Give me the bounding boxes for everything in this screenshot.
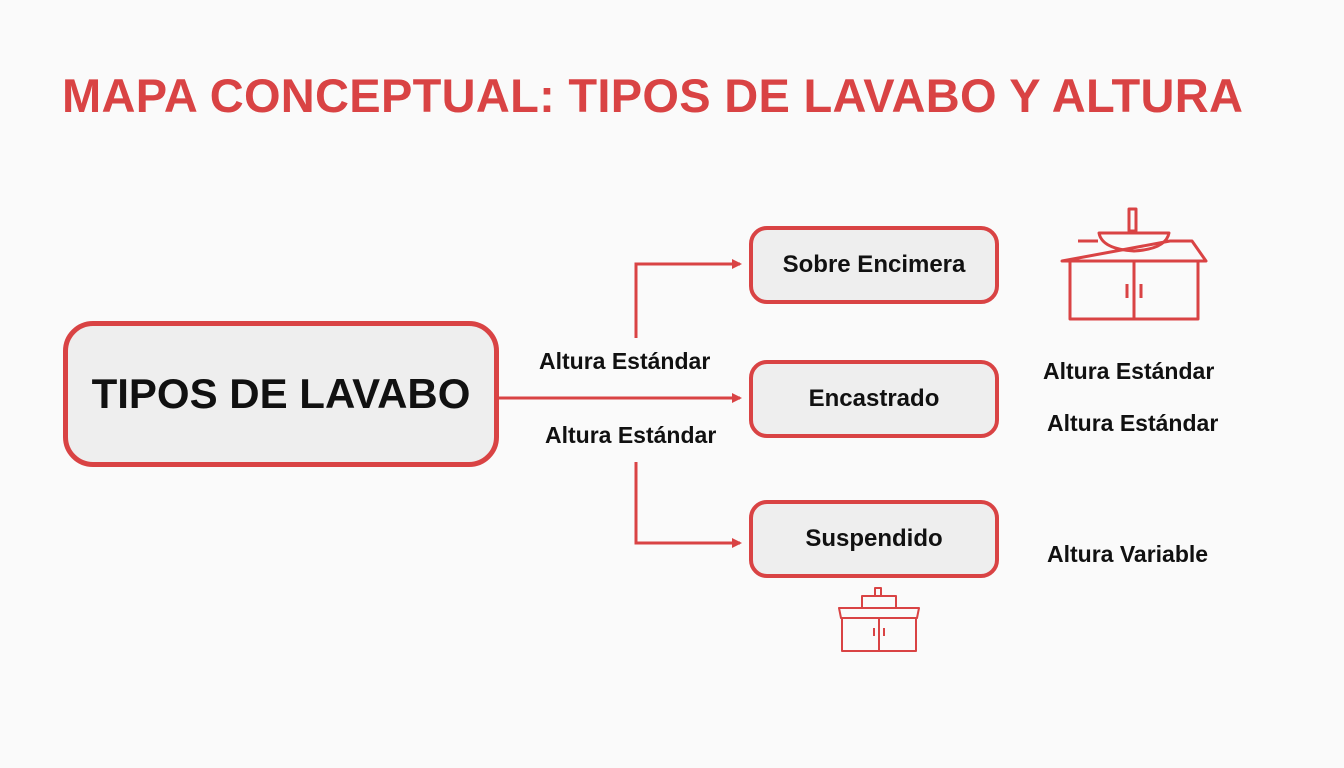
inset-sink-cabinet-icon: [838, 587, 920, 652]
node-encastrado: Encastrado: [749, 360, 999, 438]
page-title: MAPA CONCEPTUAL: TIPOS DE LAVABO Y ALTUR…: [62, 69, 1244, 122]
height-label-2: Altura Estándar: [1047, 410, 1219, 436]
edge-label-lower: Altura Estándar: [545, 422, 717, 448]
height-label-1: Altura Estándar: [1043, 358, 1215, 384]
connector-to-suspendido: [634, 462, 742, 548]
node-suspendido: Suspendido: [749, 500, 999, 578]
node-sobre-encimera-label: Sobre Encimera: [782, 251, 966, 278]
vessel-sink-cabinet-icon: [1060, 207, 1208, 321]
node-sobre-encimera: Sobre Encimera: [749, 226, 999, 304]
node-suspendido-label: Suspendido: [805, 525, 943, 552]
connector-to-sobre-encimera: [634, 259, 742, 338]
node-encastrado-label: Encastrado: [808, 385, 940, 412]
height-label-3: Altura Variable: [1047, 541, 1209, 567]
root-node: TIPOS DE LAVABO: [63, 321, 499, 467]
edge-label-upper: Altura Estándar: [539, 348, 711, 374]
root-node-label: TIPOS DE LAVABO: [91, 370, 471, 417]
